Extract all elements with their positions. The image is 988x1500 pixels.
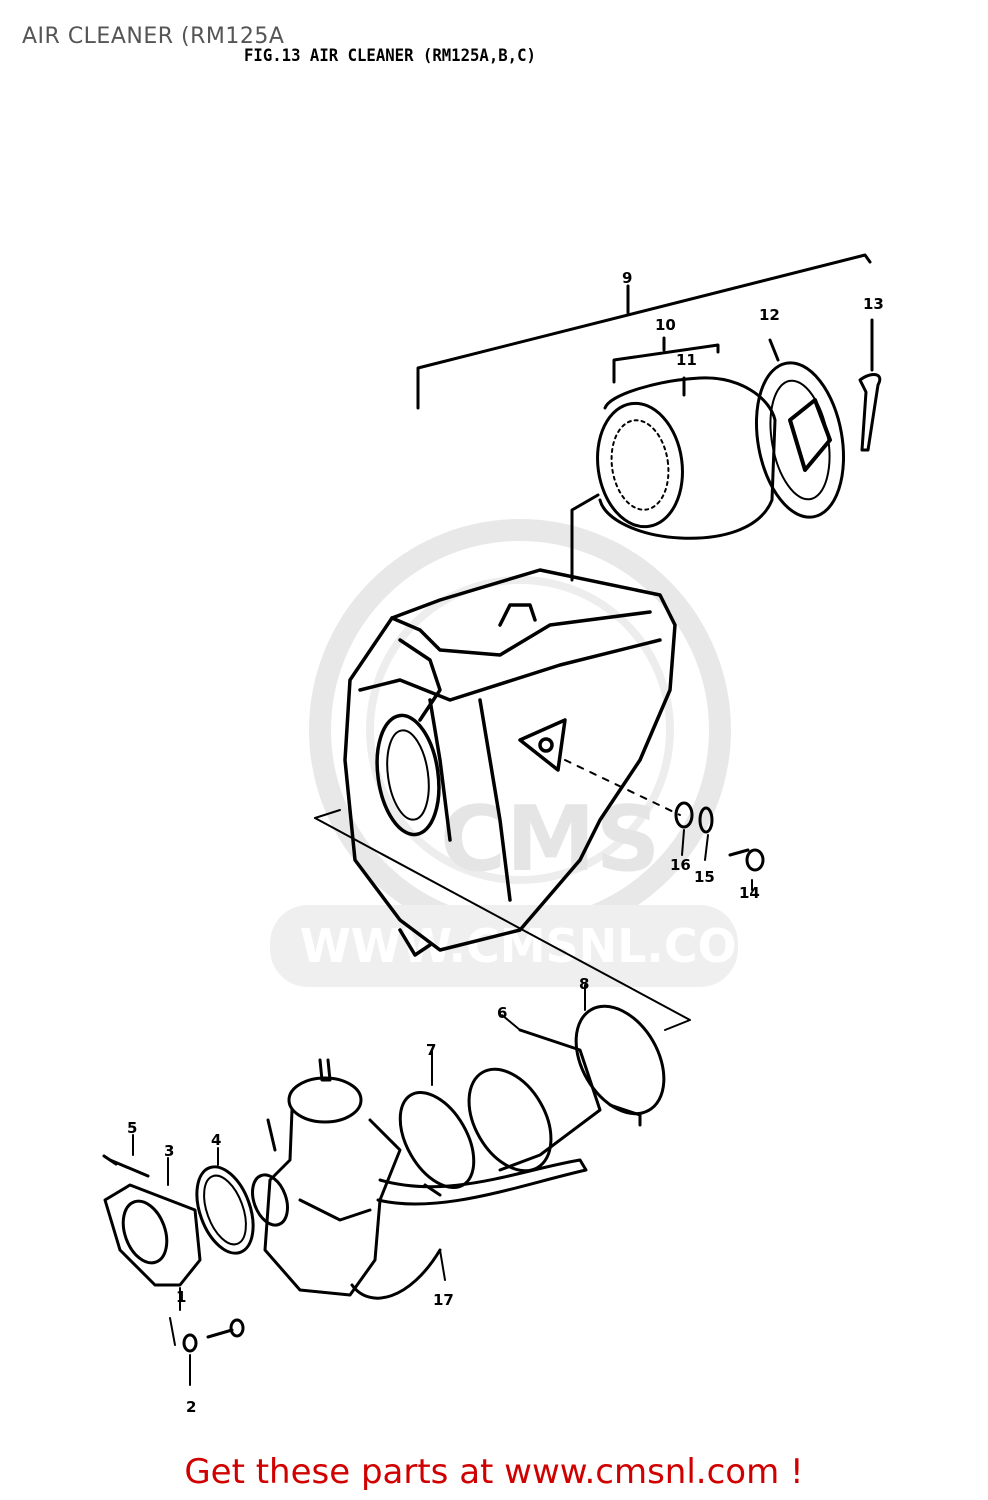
washer-16: [674, 801, 694, 856]
page-title: AIR CLEANER (RM125A: [22, 24, 285, 49]
callout-5: 5: [127, 1119, 137, 1137]
callout-7: 7: [426, 1041, 436, 1059]
carburetor: [251, 1058, 588, 1300]
callout-9: 9: [622, 269, 632, 287]
bolt-14: [728, 848, 765, 891]
bracket-10: [612, 336, 720, 384]
callout-17: 17: [433, 1291, 454, 1309]
clip-13: [858, 318, 882, 452]
bolt-1: [179, 1287, 245, 1339]
figure-title: FIG.13 AIR CLEANER (RM125A,B,C): [244, 46, 536, 66]
callout-1: 1: [176, 1288, 186, 1306]
callout-4: 4: [211, 1131, 221, 1149]
callout-12: 12: [759, 306, 780, 324]
watermark-logo: CMS WWW.CMSNL.COM: [270, 519, 783, 987]
intake-pipe-3: [103, 1157, 202, 1287]
callout-15: 15: [694, 868, 715, 886]
bolt-5: [102, 1134, 150, 1178]
ring-4: [195, 1147, 255, 1255]
callout-16: 16: [670, 856, 691, 874]
footer-parts-link[interactable]: Get these parts at www.cmsnl.com !: [184, 1452, 804, 1492]
air-filter-element: [570, 376, 777, 582]
callout-13: 13: [863, 295, 884, 313]
clamp-8: [574, 984, 666, 1127]
bracket-9: [416, 253, 872, 410]
callout-8: 8: [579, 975, 589, 993]
joint-boot-6: [467, 1014, 602, 1173]
callout-11: 11: [676, 351, 697, 369]
filter-cage: [754, 338, 846, 519]
washer-2: [169, 1317, 198, 1386]
callout-2: 2: [186, 1398, 196, 1416]
air-cleaner-box: [343, 568, 681, 957]
callout-14: 14: [739, 884, 760, 902]
watermark-logo-text: CMS: [440, 787, 660, 892]
callout-3: 3: [164, 1142, 174, 1160]
watermark-site-text: WWW.CMSNL.COM: [300, 919, 783, 973]
callout-6: 6: [497, 1004, 507, 1022]
callout-10: 10: [655, 316, 676, 334]
washer-15: [698, 806, 714, 861]
